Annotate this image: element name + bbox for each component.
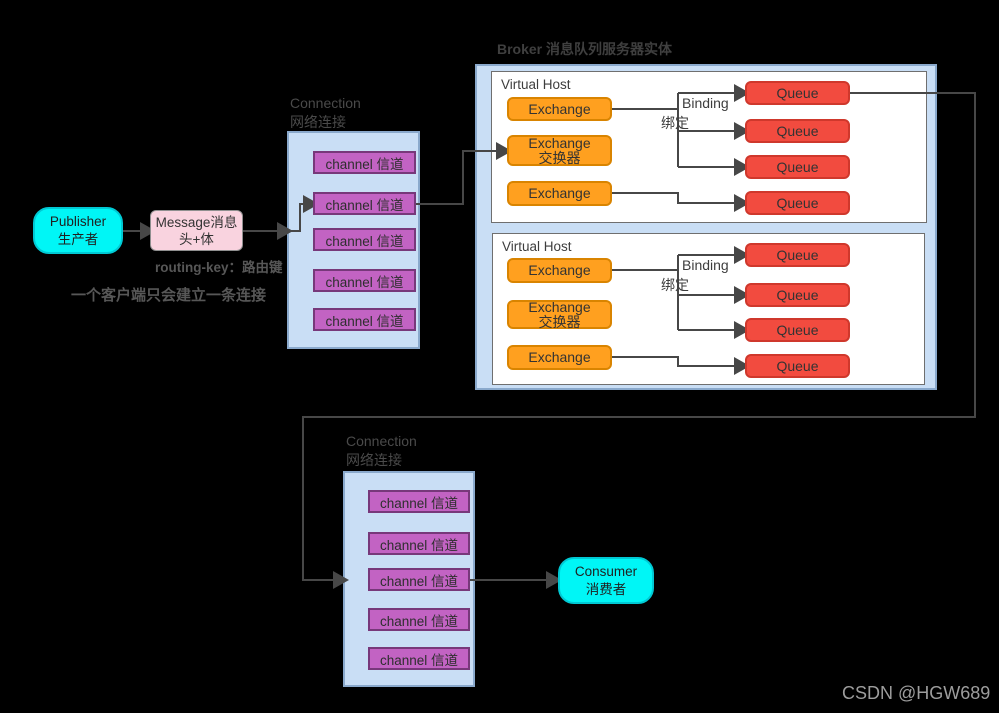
connection-bottom-label: Connection 网络连接 (346, 432, 417, 470)
binding-label-cn: 绑定 (661, 115, 689, 131)
exchange-box: Exchange (507, 97, 612, 121)
queue-box: Queue (745, 283, 850, 307)
channel-box: channel 信道 (313, 151, 416, 174)
exchange-label-cn: 交换器 (538, 149, 581, 166)
channel-box: channel 信道 (313, 228, 416, 251)
queue-box: Queue (745, 155, 850, 179)
queue-box: Queue (745, 191, 850, 215)
exchange-label: Exchange (528, 185, 591, 201)
queue-box: Queue (745, 243, 850, 267)
queue-box: Queue (745, 354, 850, 378)
connection-bottom-label-en: Connection (346, 433, 417, 449)
queue-box: Queue (745, 81, 850, 105)
exchange-label: Exchange (528, 262, 591, 278)
channel-box: channel 信道 (313, 269, 416, 292)
channel-box: channel 信道 (368, 608, 470, 631)
queue-box: Queue (745, 318, 850, 342)
client-connection-note: 一个客户端只会建立一条连接 (71, 287, 267, 304)
exchange-box: Exchange (507, 258, 612, 283)
broker-title: Broker 消息队列服务器实体 (497, 41, 673, 57)
virtual-host-1-label: Virtual Host (501, 77, 571, 92)
exchange-box: Exchange (507, 345, 612, 370)
channel-box: channel 信道 (368, 568, 470, 591)
exchange-label: Exchange (528, 298, 591, 315)
queue-box: Queue (745, 119, 850, 143)
consumer-label-cn: 消费者 (585, 581, 627, 597)
connection-bottom-label-cn: 网络连接 (346, 452, 402, 468)
publisher-label-cn: 生产者 (57, 231, 99, 247)
channel-box: channel 信道 (313, 308, 416, 331)
publisher-label-en: Publisher (49, 213, 107, 229)
connection-top-label-cn: 网络连接 (290, 114, 346, 130)
exchange-box: Exchange 交换器 (507, 135, 612, 166)
watermark: CSDN @HGW689 (842, 683, 991, 703)
message-node: Message消息 头+体 (150, 210, 243, 251)
binding-label-en: Binding (682, 257, 729, 273)
exchange-label: Exchange (528, 134, 591, 151)
connection-top-label: Connection 网络连接 (290, 94, 361, 132)
message-label-line1: Message消息 (155, 214, 238, 230)
channel-box: channel 信道 (368, 647, 470, 670)
channel-box: channel 信道 (313, 192, 416, 215)
exchange-label-cn: 交换器 (538, 313, 581, 330)
consumer-node: Consumer 消费者 (558, 557, 654, 604)
exchange-label: Exchange (528, 100, 591, 117)
exchange-box: Exchange 交换器 (507, 298, 612, 330)
binding-label-cn: 绑定 (661, 277, 689, 293)
binding-label-en: Binding (682, 95, 729, 111)
routing-key-note: routing-key：路由键 (155, 260, 283, 275)
publisher-node: Publisher 生产者 (33, 207, 123, 254)
message-label-line2: 头+体 (179, 231, 214, 247)
exchange-label: Exchange (528, 349, 591, 365)
channel-box: channel 信道 (368, 490, 470, 513)
channel-box: channel 信道 (368, 532, 470, 555)
virtual-host-2-label: Virtual Host (502, 239, 572, 254)
consumer-label-en: Consumer (574, 563, 638, 579)
connection-top-label-en: Connection (290, 95, 361, 111)
exchange-box: Exchange (507, 181, 612, 206)
